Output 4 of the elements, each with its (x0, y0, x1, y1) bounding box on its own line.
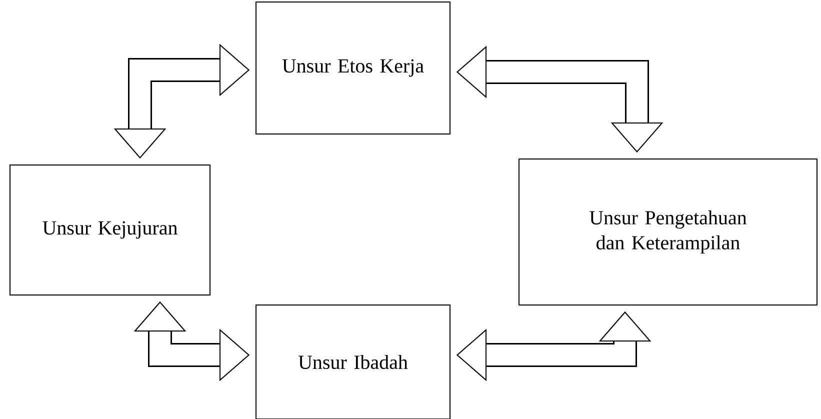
text-box: Unsur Kejujuran (10, 164, 210, 296)
text-box: Unsur Pengetahuan dan Keterampilan (518, 158, 818, 306)
text-box: Unsur Etos Kerja (256, 2, 450, 134)
text-box: Unsur Ibadah (256, 304, 450, 419)
